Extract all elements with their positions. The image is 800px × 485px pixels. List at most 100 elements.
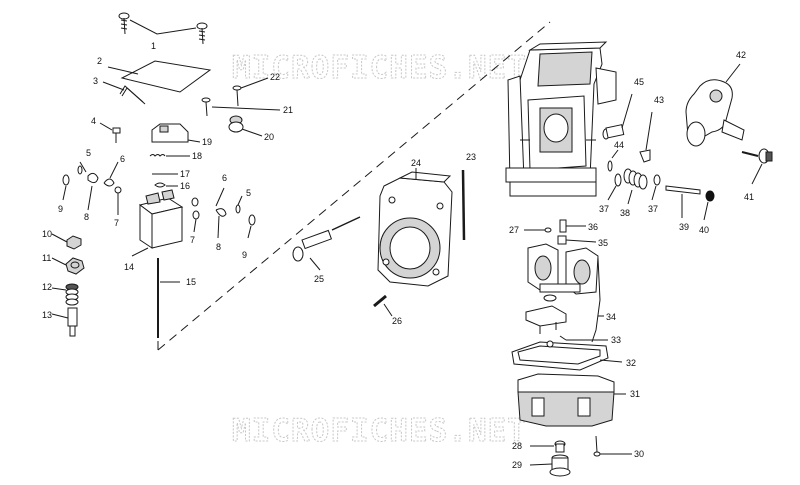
part-5-9-right-clips — [191, 187, 256, 239]
part-25-adjust-screw — [292, 216, 361, 271]
callout-3: 3 — [93, 76, 98, 86]
part-32-gasket — [511, 340, 623, 371]
part-38-spring — [623, 168, 648, 205]
part-33-pin — [559, 335, 608, 341]
callout-37a: 37 — [599, 204, 609, 214]
callout-6b: 6 — [222, 173, 227, 183]
callout-35: 35 — [598, 238, 608, 248]
callout-42: 42 — [736, 50, 746, 60]
callout-37b: 37 — [648, 204, 658, 214]
callout-11: 11 — [42, 253, 51, 263]
part-34-wire — [591, 257, 604, 343]
callout-38: 38 — [620, 208, 630, 218]
callout-21: 21 — [283, 105, 293, 115]
part-4-screw — [99, 122, 121, 143]
part-10-nut — [51, 233, 82, 250]
callout-29: 29 — [512, 460, 522, 470]
callout-5b: 5 — [246, 188, 251, 198]
part-2-plate — [107, 60, 212, 93]
part-41-adjuster — [741, 148, 773, 185]
carburetor-body — [505, 41, 617, 197]
part-37-washer-a — [607, 173, 622, 201]
part-1-screws — [118, 12, 208, 45]
part-27-jet — [524, 227, 552, 233]
part-43-jet — [639, 111, 653, 163]
part-42-cap — [685, 63, 745, 147]
part-24-flange — [377, 168, 453, 287]
part-12-spring — [51, 283, 79, 306]
part-26-pin — [373, 294, 393, 317]
callout-43: 43 — [654, 95, 664, 105]
part-30-screw — [593, 435, 632, 457]
part-21-screw — [201, 97, 281, 117]
callout-18: 18 — [192, 151, 202, 161]
callout-15: 15 — [186, 277, 196, 287]
callout-33: 33 — [611, 335, 621, 345]
callout-7b: 7 — [190, 235, 195, 245]
callout-8a: 8 — [84, 212, 89, 222]
callout-40: 40 — [699, 225, 709, 235]
callout-22: 22 — [270, 72, 280, 82]
callout-34: 34 — [606, 312, 616, 322]
part-45-pilot — [602, 93, 633, 140]
float-arm — [525, 305, 567, 334]
callout-14: 14 — [124, 262, 134, 272]
callout-31: 31 — [630, 389, 640, 399]
part-20-washer — [228, 115, 263, 137]
callout-28: 28 — [512, 441, 522, 451]
callout-9a: 9 — [58, 204, 63, 214]
callout-23: 23 — [466, 152, 476, 162]
callout-16: 16 — [180, 181, 190, 191]
part-19-bracket — [151, 123, 201, 143]
callout-10: 10 — [42, 229, 52, 239]
callout-19: 19 — [202, 137, 212, 147]
callout-9b: 9 — [242, 250, 247, 260]
part-35-holder — [557, 235, 597, 245]
callout-45: 45 — [634, 77, 644, 87]
part-11-nut — [51, 257, 85, 275]
callout-6a: 6 — [120, 154, 125, 164]
watermark-bottom: MICROFICHES.NET — [232, 413, 527, 449]
part-16-pin — [154, 182, 178, 188]
part-39-needle — [665, 185, 701, 218]
callout-24: 24 — [411, 158, 421, 168]
part-14-slide-block — [131, 189, 184, 257]
callout-7a: 7 — [114, 218, 119, 228]
callout-5a: 5 — [86, 148, 91, 158]
watermark-top: MICROFICHES.NET — [232, 50, 527, 86]
callout-41: 41 — [744, 192, 754, 202]
callout-30: 30 — [634, 449, 644, 459]
callout-1: 1 — [151, 41, 156, 51]
callout-2: 2 — [97, 56, 102, 66]
callout-13: 13 — [42, 310, 52, 320]
part-18-spring — [149, 154, 190, 157]
callout-25: 25 — [314, 274, 324, 284]
part-23-gasket — [461, 169, 466, 241]
callout-8b: 8 — [216, 242, 221, 252]
part-37-washer-b — [651, 174, 661, 201]
part-44-oring — [607, 149, 619, 172]
float-assembly — [527, 243, 599, 302]
callout-4: 4 — [91, 116, 96, 126]
callout-32: 32 — [626, 358, 636, 368]
assembly-lines — [157, 21, 551, 351]
callout-12: 12 — [42, 282, 52, 292]
callout-20: 20 — [264, 132, 274, 142]
part-28-jet — [530, 440, 566, 453]
part-3-clip — [102, 81, 146, 105]
callout-27: 27 — [509, 225, 519, 235]
callout-36: 36 — [588, 222, 598, 232]
part-36-jet — [559, 219, 586, 233]
part-22-screw — [232, 77, 269, 107]
part-13-plunger — [51, 307, 78, 337]
callout-39: 39 — [679, 222, 689, 232]
callout-44: 44 — [614, 140, 624, 150]
callout-17: 17 — [180, 169, 190, 179]
part-15-needle — [157, 258, 180, 338]
part-31-float-bowl — [517, 373, 626, 427]
part-29-drain-plug — [529, 454, 571, 477]
part-5-9-left-clips — [62, 161, 122, 215]
part-40-ball — [703, 190, 715, 221]
